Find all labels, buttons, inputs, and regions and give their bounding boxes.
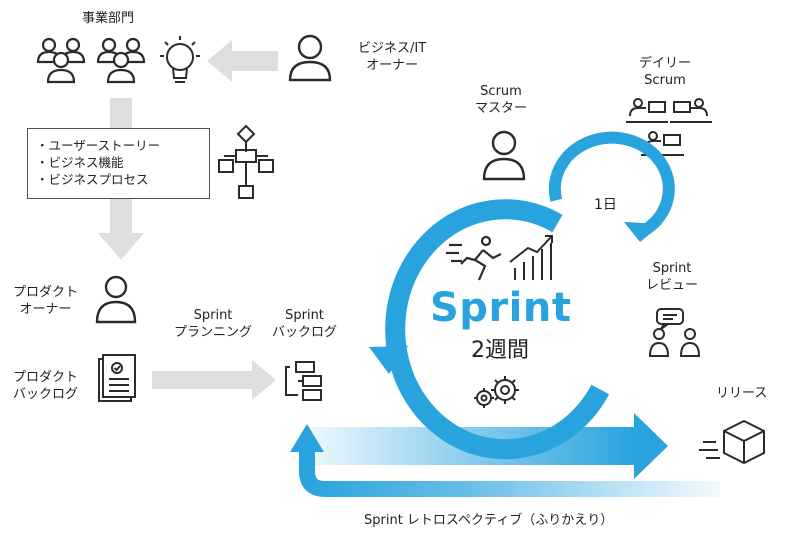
running-person-icon xyxy=(446,235,502,281)
sprint-review-label: Sprint レビュー xyxy=(646,261,699,293)
product-backlog-document-icon xyxy=(98,354,136,402)
daily-scrum-label: デイリー Scrum xyxy=(639,56,692,88)
sprint-backlog-label: Sprint バックログ xyxy=(272,308,338,340)
sprint-backlog-icon xyxy=(285,361,322,401)
requirement-item: ・ビジネス機能 xyxy=(36,155,124,170)
lightbulb-icon xyxy=(160,36,200,83)
daily-cycle-label: 1日 xyxy=(594,197,617,213)
scrum-master-label: Scrum マスター xyxy=(475,84,528,116)
sprint-planning-label: Sprint プランニング xyxy=(174,308,253,340)
requirements-box: ・ユーザーストーリー ・ビジネス機能 ・ビジネスプロセス xyxy=(27,128,210,199)
release-label: リリース xyxy=(716,386,768,401)
retrospective-label: Sprint レトロスペクティブ（ふりかえり） xyxy=(364,513,614,528)
retrospective-return-arrow xyxy=(290,424,720,497)
flow-arrow-owner-to-business xyxy=(207,40,278,82)
scrum-master-person-icon xyxy=(482,130,526,181)
sprint-review-icon xyxy=(648,308,701,357)
business-owner-label: ビジネス/IT オーナー xyxy=(358,41,427,73)
business-people-icon xyxy=(36,37,146,84)
business-dept-label: 事業部門 xyxy=(82,11,135,26)
growth-chart-icon xyxy=(509,235,553,280)
release-cube-icon xyxy=(699,419,765,465)
sprint-title: Sprint xyxy=(430,285,572,331)
daily-scrum-meeting-icon xyxy=(626,98,712,156)
release-arrow xyxy=(300,413,668,479)
product-owner-label: プロダクト オーナー xyxy=(13,285,79,317)
daily-cycle-arrow xyxy=(548,131,675,242)
product-owner-person-icon xyxy=(95,275,137,324)
gears-icon xyxy=(474,376,519,408)
requirement-item: ・ユーザーストーリー xyxy=(36,138,161,153)
sprint-duration: 2週間 xyxy=(471,338,529,363)
requirement-item: ・ビジネスプロセス xyxy=(36,172,149,187)
flowchart-icon xyxy=(218,124,274,199)
business-owner-person-icon xyxy=(288,34,332,82)
product-backlog-label: プロダクト バックログ xyxy=(13,370,79,402)
flow-arrow-backlog-to-sprint-backlog xyxy=(152,360,276,400)
